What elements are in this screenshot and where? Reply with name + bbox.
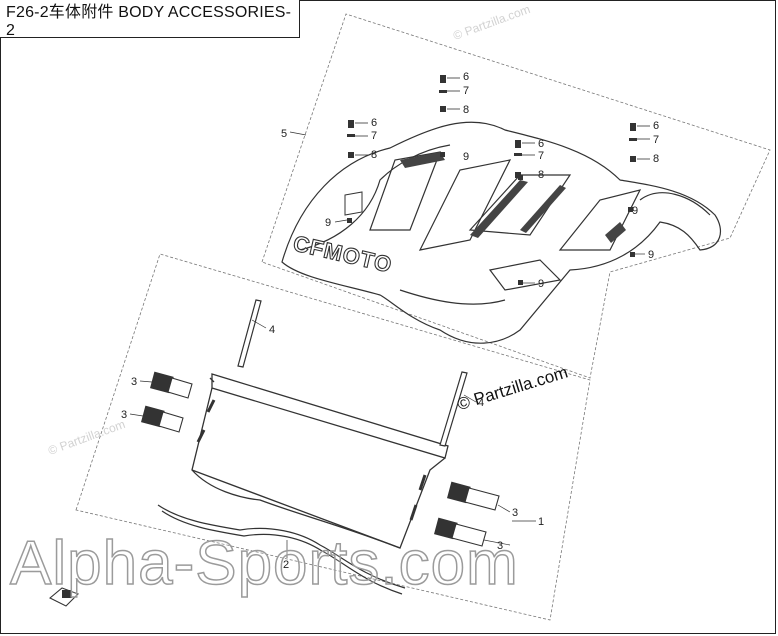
mounting-rods (237, 299, 468, 447)
callout-8-b: 8 (371, 149, 377, 161)
panel-group-boundary (75, 253, 591, 621)
callout-7-b: 7 (371, 130, 377, 142)
callout-3-c: 3 (512, 507, 518, 519)
fastener-stack-2 (347, 120, 368, 158)
callout-5: 5 (281, 128, 287, 140)
hood-accents (344, 152, 626, 243)
latch-right-lower (434, 517, 487, 547)
callout-6-d: 6 (653, 120, 659, 132)
callout-6-c: 6 (538, 138, 544, 150)
clip-markers (347, 152, 635, 285)
callout-7-d: 7 (653, 134, 659, 146)
callout-1: 1 (538, 516, 544, 528)
leader-lines (129, 131, 645, 558)
watermark-partzilla-top: © Partzilla.com (451, 2, 532, 43)
fastener-stack-1 (439, 75, 460, 112)
fastener-stack-4 (629, 123, 650, 162)
cfmoto-logo: CFMOTO (291, 231, 395, 278)
callout-4-b: 4 (478, 397, 484, 409)
callout-9-c: 9 (632, 205, 638, 217)
watermark-partzilla-left: © Partzilla.com (46, 417, 127, 458)
callout-4-a: 4 (269, 324, 275, 336)
callout-8-d: 8 (653, 153, 659, 165)
callout-9-d: 9 (648, 249, 654, 261)
hood-group-boundary (261, 13, 771, 379)
callout-3-a: 3 (131, 376, 137, 388)
small-bracket (49, 587, 79, 607)
fastener-stack-3 (514, 140, 535, 178)
callout-8-c: 8 (538, 169, 544, 181)
bracket-bar (157, 504, 406, 595)
callout-2: 2 (283, 559, 289, 571)
windscreen-panel (191, 373, 449, 549)
callout-3-d: 3 (497, 540, 503, 552)
callout-6-b: 6 (371, 117, 377, 129)
callout-9-b: 9 (325, 217, 331, 229)
callout-6-a: 6 (463, 71, 469, 83)
diagram-title: F26-2车体附件 BODY ACCESSORIES-2 (0, 0, 300, 39)
callout-7-c: 7 (538, 150, 544, 162)
callout-9-a: 9 (463, 151, 469, 163)
callout-9-e: 9 (538, 278, 544, 290)
hood-part (281, 121, 722, 344)
latch-right-upper (447, 481, 500, 511)
callout-3-b: 3 (121, 409, 127, 421)
alpha-sports-watermark: Alpha-Sports.com (9, 528, 519, 599)
latch-left-lower (141, 405, 184, 433)
callout-8-a: 8 (463, 104, 469, 116)
callout-7-a: 7 (463, 85, 469, 97)
latch-left-upper (150, 371, 193, 399)
